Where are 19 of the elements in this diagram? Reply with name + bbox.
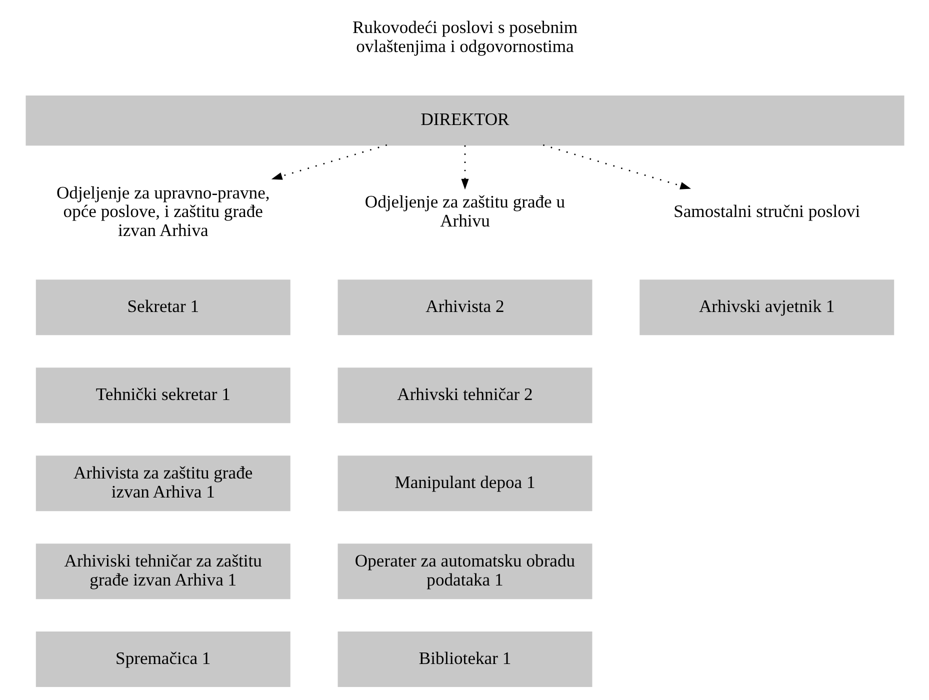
arrow <box>460 145 468 190</box>
node-box: Spremačica 1 <box>35 632 290 688</box>
node-text: Odjeljenje za zaštitu građe u Arhivu <box>364 192 565 231</box>
node-box: Operater za automatsku obradu podataka 1 <box>337 544 592 600</box>
node-box: DIREKTOR <box>25 96 904 146</box>
label: Rukovodeći poslovi s posebnim ovlaštenjima i odgovornostima <box>352 17 578 56</box>
node-box: Arhivista 2 <box>337 280 592 336</box>
node-box: Manipulant depoa 1 <box>337 456 592 512</box>
node-box: Arhivista za zaštitu građe izvan Arhiva 1 <box>35 456 290 512</box>
node-text: Samostalni stručni poslovi <box>673 201 860 222</box>
node-box: Bibliotekar 1 <box>337 632 592 688</box>
node-box: Arhiviski tehničar za zaštitu građe izvan Arhiva 1 <box>35 544 290 600</box>
node-box: Sekretar 1 <box>35 280 290 336</box>
arrow <box>270 144 387 180</box>
node-box: Arhivski tehničar 2 <box>337 368 592 424</box>
node-box: Arhivski avjetnik 1 <box>639 280 894 336</box>
node-text: Odjeljenje za upravno-pravne, opće poslove, i zaštitu građe izvan Arhiva <box>56 182 270 240</box>
node-box: Tehnički sekretar 1 <box>35 368 290 424</box>
arrow <box>542 144 691 190</box>
